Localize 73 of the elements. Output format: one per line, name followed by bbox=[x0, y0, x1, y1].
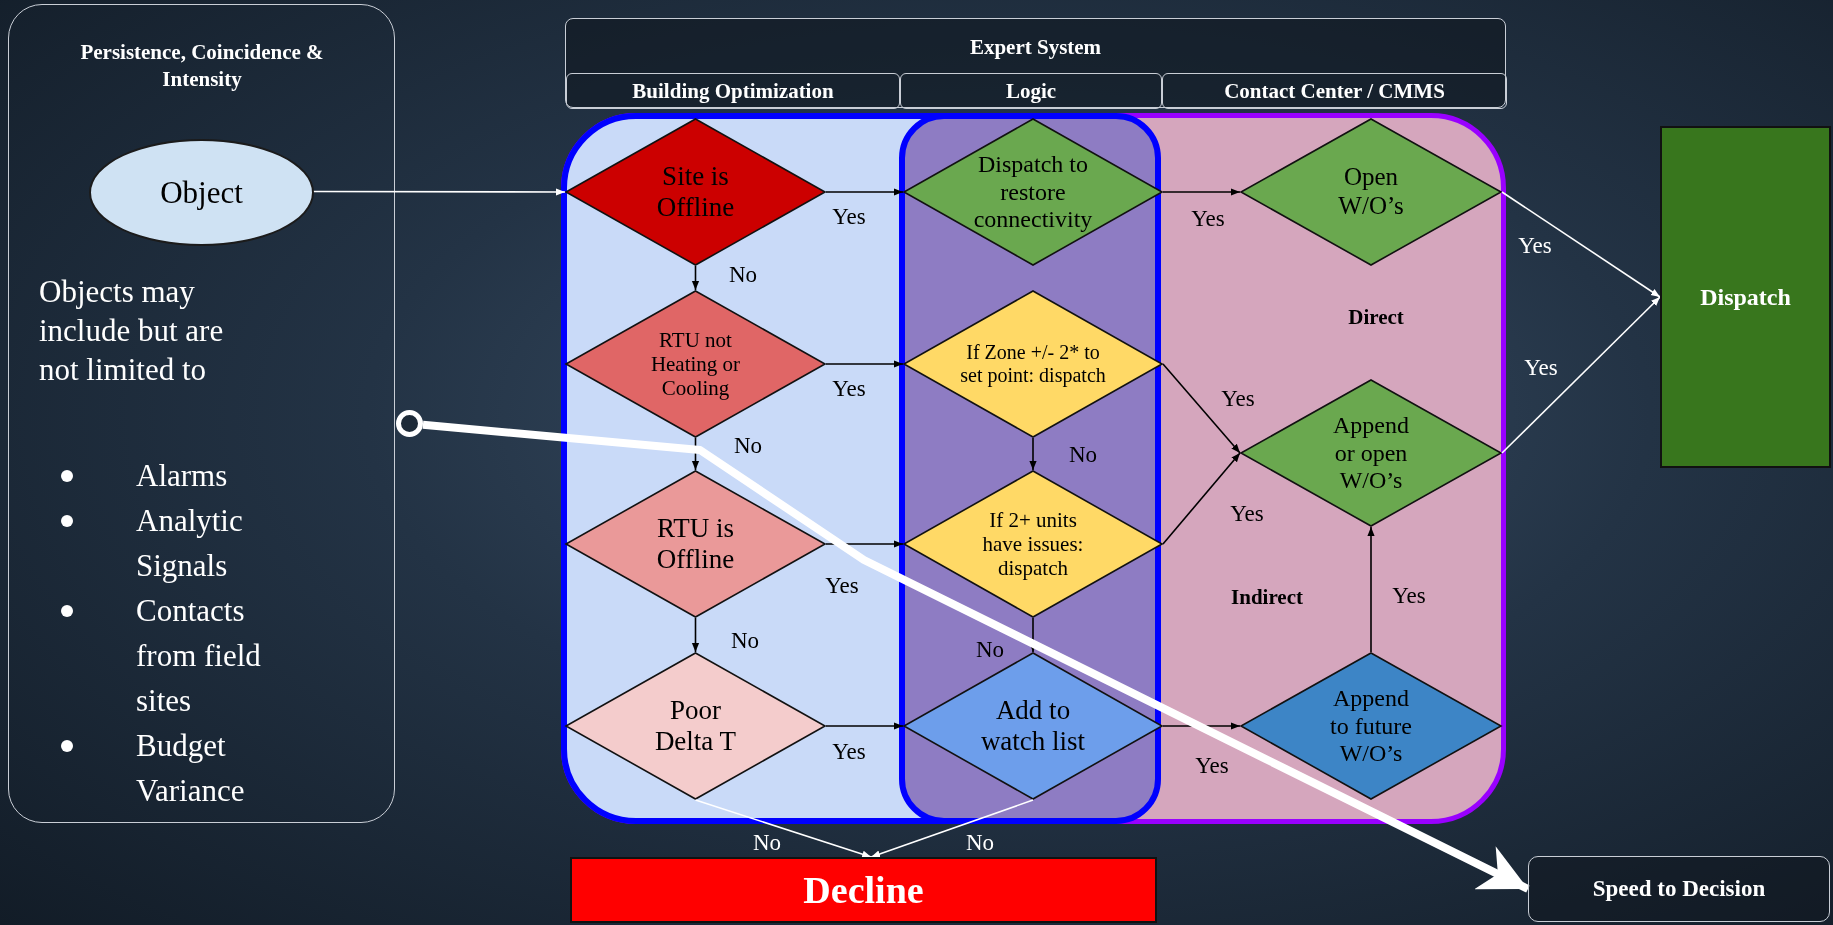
arrow bbox=[825, 360, 904, 368]
edge-label: No bbox=[975, 637, 1005, 663]
lane-label: Indirect bbox=[1231, 584, 1303, 610]
process-box: Dispatch bbox=[1660, 126, 1831, 468]
edge-label: Yes bbox=[1221, 386, 1255, 412]
column-header: Building Optimization bbox=[566, 73, 900, 109]
panel-text: Objects may include but are not limited to bbox=[39, 273, 225, 389]
arrow bbox=[691, 265, 700, 291]
edge-label: Yes bbox=[832, 739, 866, 765]
arrow bbox=[1029, 437, 1037, 471]
bullet-text: Budget Variance bbox=[136, 727, 246, 810]
arrow bbox=[312, 188, 566, 196]
diamond-label: Add to watch list bbox=[979, 694, 1087, 758]
edge-label: No bbox=[752, 830, 782, 856]
diamond-label: Append or open W/O’s bbox=[1332, 411, 1410, 495]
edge-label: Yes bbox=[825, 573, 859, 599]
edge-label: Yes bbox=[1524, 355, 1558, 381]
edge-label: No bbox=[1068, 442, 1098, 468]
decision-diamond bbox=[903, 118, 1163, 266]
diamond-label: Dispatch to restore connectivity bbox=[972, 150, 1094, 234]
decision-diamond bbox=[565, 470, 826, 618]
panel-heading: Persistence, Coincidence & Intensity bbox=[79, 39, 325, 94]
arrow bbox=[691, 437, 700, 471]
arrow bbox=[1029, 617, 1037, 653]
bullet-text: Contacts from field sites bbox=[136, 592, 262, 720]
arrow bbox=[422, 420, 1530, 893]
header-box bbox=[565, 18, 1506, 108]
panel-card bbox=[8, 4, 395, 823]
diamond-label: RTU is Offline bbox=[655, 512, 736, 576]
arrow bbox=[1162, 188, 1241, 196]
arrow bbox=[1162, 452, 1241, 545]
edge-label: Yes bbox=[832, 376, 866, 402]
arrow bbox=[1162, 363, 1241, 454]
arrow bbox=[1501, 296, 1661, 454]
lane-label: Direct bbox=[1348, 304, 1404, 330]
edge-label: Yes bbox=[1392, 583, 1426, 609]
decision-diamond bbox=[1240, 652, 1502, 800]
edge-label: No bbox=[728, 262, 758, 288]
arrow bbox=[1501, 191, 1661, 298]
process-box: Speed to Decision bbox=[1528, 856, 1830, 922]
edge-label: Yes bbox=[1518, 233, 1552, 259]
diamond-label: Append to future W/O’s bbox=[1329, 684, 1413, 768]
object-ellipse: Object bbox=[89, 139, 314, 246]
edge-label: No bbox=[730, 628, 760, 654]
edge-label: No bbox=[965, 830, 995, 856]
diamond-label: If 2+ units have issues: dispatch bbox=[981, 507, 1085, 581]
process-box: Decline bbox=[570, 857, 1157, 923]
start-circle bbox=[396, 410, 423, 437]
edge-label: Yes bbox=[1191, 206, 1225, 232]
diamond-label: RTU not Heating or Cooling bbox=[649, 327, 742, 401]
edge-label: Yes bbox=[832, 204, 866, 230]
decision-diamond bbox=[565, 118, 826, 266]
header-title: Expert System bbox=[968, 35, 1103, 60]
arrow bbox=[825, 188, 904, 196]
bullet-text: Analytic Signals bbox=[136, 502, 244, 585]
diamond-label: If Zone +/- 2* to set point: dispatch bbox=[959, 341, 1107, 387]
diamond-label: Poor Delta T bbox=[653, 694, 738, 758]
arrow bbox=[691, 617, 700, 653]
edge-label: Yes bbox=[1230, 501, 1264, 527]
edge-label: No bbox=[733, 433, 763, 459]
column-header: Contact Center / CMMS bbox=[1162, 73, 1507, 109]
arrow bbox=[825, 722, 904, 730]
decision-diamond bbox=[903, 290, 1163, 438]
decision-diamond bbox=[903, 470, 1163, 618]
column-header: Logic bbox=[900, 73, 1162, 109]
bullet-text: Alarms bbox=[136, 457, 229, 495]
edge-label: Yes bbox=[1195, 753, 1229, 779]
diamond-label: Site is Offline bbox=[655, 160, 736, 224]
decision-diamond bbox=[1240, 118, 1502, 266]
decision-diamond bbox=[565, 290, 826, 438]
decision-diamond bbox=[565, 652, 826, 800]
arrow bbox=[1367, 526, 1375, 653]
diamond-label: Open W/O’s bbox=[1337, 163, 1405, 221]
